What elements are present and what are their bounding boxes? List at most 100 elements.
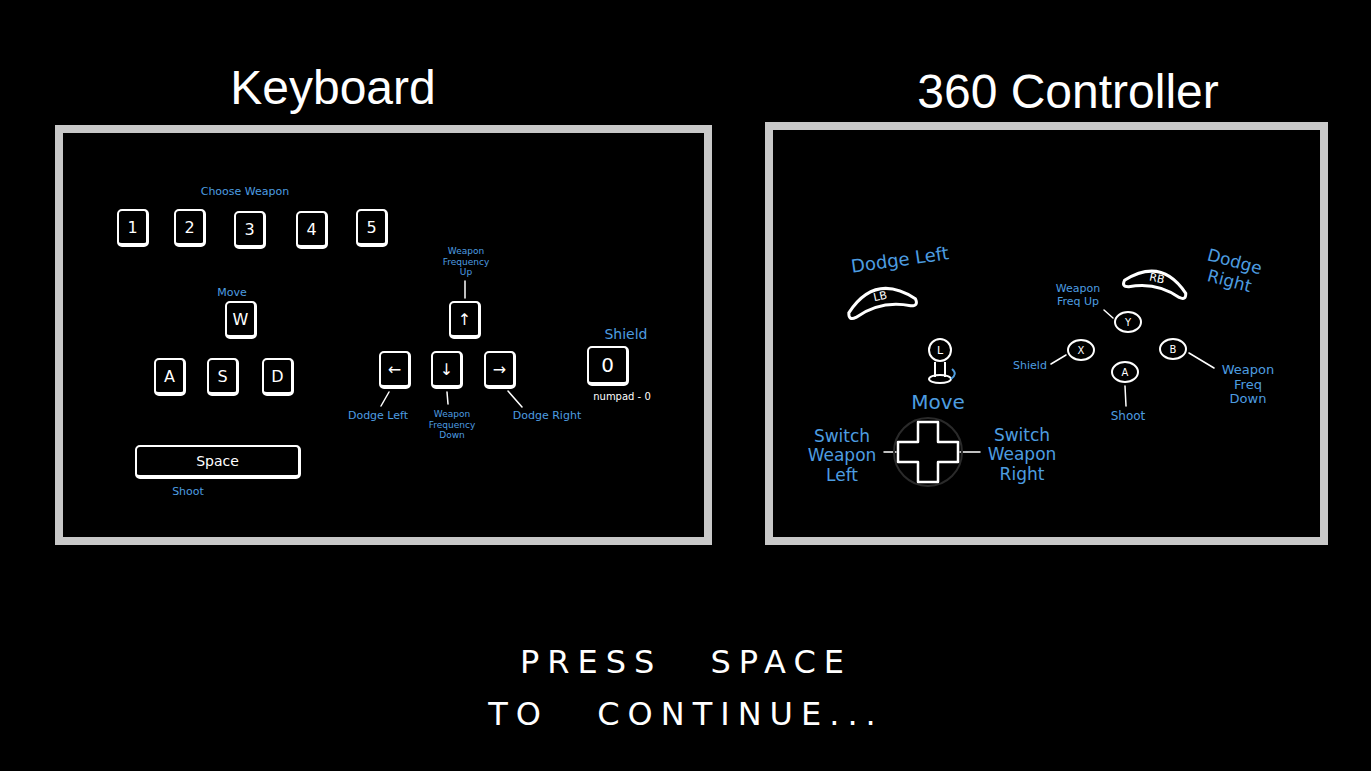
panel-heading: Keyboard bbox=[230, 61, 435, 114]
face-button: B bbox=[1159, 338, 1187, 360]
callout-label-box: Choose Weapon bbox=[165, 186, 325, 199]
stick-hook bbox=[951, 369, 955, 379]
callout-label: Move bbox=[217, 286, 247, 299]
continue-caption: PRESS SPACE TO CONTINUE... bbox=[488, 643, 883, 733]
keyboard-key: 0 bbox=[587, 346, 629, 386]
callout-label-box: Shoot bbox=[158, 486, 218, 499]
key-label: 3 bbox=[244, 220, 254, 239]
keyboard-key: D bbox=[262, 358, 294, 396]
key-label: A bbox=[1122, 367, 1129, 378]
leader-line bbox=[1051, 355, 1066, 364]
keyboard-key: 4 bbox=[296, 211, 328, 249]
callout-label-box: Weapon Frequency Down bbox=[424, 409, 480, 440]
callout-label: Dodge Right bbox=[1205, 245, 1264, 296]
bumper-shape bbox=[1123, 265, 1189, 299]
leader-line bbox=[1125, 386, 1126, 406]
callout-label: Shield bbox=[1013, 359, 1047, 372]
leader-line bbox=[447, 392, 448, 404]
key-label: → bbox=[493, 360, 506, 379]
key-label: Y bbox=[1125, 317, 1131, 328]
keyboard-key: 1 bbox=[117, 209, 149, 247]
leader-line bbox=[508, 391, 522, 407]
callout-label: Dodge Right bbox=[513, 409, 581, 422]
dpad-ring bbox=[894, 418, 962, 486]
callout-label-box: Move bbox=[898, 391, 978, 414]
face-button: X bbox=[1067, 339, 1095, 361]
leader-line bbox=[1104, 310, 1113, 318]
leader-line bbox=[464, 281, 466, 298]
face-button: A bbox=[1111, 361, 1139, 383]
key-label: X bbox=[1078, 345, 1085, 356]
panel-heading-box: Keyboard bbox=[230, 60, 435, 115]
callout-label: Move bbox=[911, 390, 965, 414]
face-button: Y bbox=[1114, 311, 1142, 333]
keyboard-key: Space bbox=[135, 445, 301, 479]
callout-label: Weapon Freq Up bbox=[1056, 282, 1100, 308]
callout-label: Switch Weapon Left bbox=[808, 426, 877, 485]
stick-stem bbox=[929, 362, 955, 383]
analog-stick: L bbox=[928, 338, 952, 362]
key-label: Space bbox=[196, 453, 239, 469]
keyboard-key: → bbox=[484, 351, 516, 389]
panel-heading-box: 360 Controller bbox=[917, 64, 1219, 119]
key-label: ↑ bbox=[458, 310, 471, 329]
callout-label: Dodge Left bbox=[850, 242, 950, 276]
callout-label-box: Dodge Right bbox=[507, 410, 587, 423]
key-label: A bbox=[164, 367, 175, 386]
key-label: 4 bbox=[306, 220, 316, 239]
callout-label-box: Weapon Freq Up bbox=[1053, 283, 1103, 308]
callout-label: Weapon Frequency Down bbox=[429, 409, 476, 440]
panel-heading: 360 Controller bbox=[917, 65, 1219, 118]
keyboard-key: W bbox=[225, 301, 257, 339]
callout-label-box: Weapon Frequency Up bbox=[440, 246, 492, 277]
callout-label-box: Shield bbox=[1005, 360, 1055, 373]
key-label: B bbox=[1170, 344, 1177, 355]
key-label: S bbox=[217, 367, 227, 386]
callout-label: Shoot bbox=[172, 485, 204, 498]
key-label: 5 bbox=[366, 218, 376, 237]
key-label: ↓ bbox=[440, 360, 453, 379]
callout-label-box: Shield bbox=[596, 326, 656, 342]
keyboard-key: 5 bbox=[356, 209, 388, 247]
callout-label-box: Shoot bbox=[1098, 410, 1158, 424]
callout-label: Weapon Frequency Up bbox=[443, 246, 490, 277]
callout-label: numpad - 0 bbox=[593, 391, 651, 402]
callout-label: Switch Weapon Right bbox=[988, 425, 1057, 484]
callout-label-box: numpad - 0 bbox=[577, 391, 667, 403]
keyboard-key: ↑ bbox=[449, 301, 481, 339]
key-label: LB bbox=[872, 288, 888, 304]
key-label: L bbox=[937, 344, 943, 357]
dpad-symbol bbox=[898, 422, 958, 482]
bumper-shape bbox=[845, 282, 917, 319]
key-label: D bbox=[271, 367, 283, 386]
keyboard-key: 3 bbox=[234, 211, 266, 249]
bumper-button: RB bbox=[1119, 253, 1195, 303]
caption-box: PRESS SPACE TO CONTINUE... bbox=[488, 636, 884, 740]
key-label: 2 bbox=[184, 218, 194, 237]
callout-label-box: Move bbox=[202, 287, 262, 300]
keyboard-key: ← bbox=[379, 351, 411, 389]
callout-label: Shoot bbox=[1111, 409, 1146, 423]
keyboard-key: A bbox=[154, 358, 186, 396]
callout-label-box: Switch Weapon Left bbox=[802, 427, 882, 486]
callout-label-box: Weapon Freq Down bbox=[1218, 363, 1278, 408]
callout-label-box: Dodge Left bbox=[834, 241, 966, 280]
callout-label: Shield bbox=[604, 326, 647, 342]
callout-label-box: Dodge Left bbox=[338, 410, 418, 423]
stick-base bbox=[929, 375, 951, 383]
keyboard-key: S bbox=[207, 358, 239, 396]
key-label: W bbox=[233, 310, 249, 329]
callout-label-box: Switch Weapon Right bbox=[982, 426, 1062, 485]
callout-label: Dodge Left bbox=[348, 409, 408, 422]
leader-line bbox=[1189, 353, 1214, 368]
leader-lines bbox=[381, 281, 1214, 452]
callout-label: Weapon Freq Down bbox=[1222, 362, 1275, 407]
key-label: ← bbox=[388, 360, 401, 379]
callout-label-box: Dodge Right bbox=[1193, 244, 1271, 300]
callout-label: Choose Weapon bbox=[201, 185, 290, 198]
keyboard-key: 2 bbox=[174, 209, 206, 247]
key-label: 1 bbox=[127, 218, 137, 237]
leader-line bbox=[381, 392, 389, 406]
key-label: 0 bbox=[601, 353, 614, 377]
keyboard-key: ↓ bbox=[431, 351, 463, 389]
